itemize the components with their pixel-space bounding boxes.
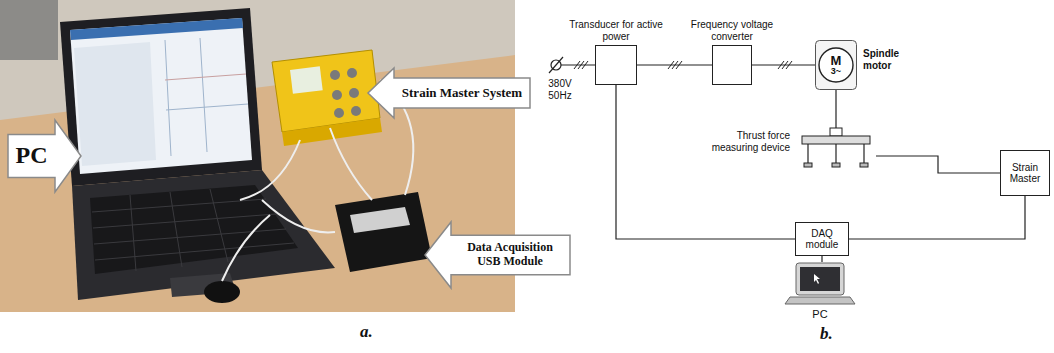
measuring-plate	[802, 136, 870, 144]
callout-label: PC	[15, 142, 48, 170]
callout-label: Strain Master System	[401, 86, 523, 101]
supply-terminal	[549, 57, 595, 73]
thrust-device-symbol	[796, 128, 876, 168]
arrow-outline	[425, 222, 570, 288]
laptop-screen	[800, 267, 840, 291]
plate-leg	[807, 144, 808, 164]
callout-label: Data Acquisition USB Module	[458, 241, 562, 269]
motor-text: M3~	[815, 40, 857, 90]
photo-callout-arrow: PC	[8, 120, 81, 192]
thrust-force-device: Thrust force measuring device	[796, 128, 876, 168]
box-heading: Transducer for active power	[568, 19, 664, 42]
spindle-motor: M3~Spindle motor	[815, 40, 857, 90]
photo-callout-arrow: Data Acquisition USB Module	[425, 222, 570, 288]
motor-letter: M	[831, 54, 842, 67]
box-label: DAQ module	[800, 228, 844, 251]
pc-laptop: PC	[784, 262, 856, 306]
wire-connector	[637, 64, 712, 65]
strain-master-box: Strain Master	[1000, 150, 1050, 196]
leg-foot	[860, 163, 868, 167]
laptop-lid	[796, 263, 844, 295]
wire-connector	[835, 90, 836, 128]
motor-caption: Spindle motor	[863, 48, 911, 71]
subfigure-label: b.	[820, 324, 833, 344]
box-heading: Frequency voltage converter	[684, 19, 780, 42]
arrow-outline	[368, 68, 530, 118]
spindle-coupler	[830, 128, 842, 136]
leg-foot	[832, 163, 840, 167]
wire-connector	[616, 85, 795, 239]
converter-box: Frequency voltage converter	[712, 45, 752, 85]
wire-connector	[752, 64, 815, 65]
motor-housing	[816, 41, 857, 90]
subfigure-label: a.	[360, 322, 373, 342]
box-label: Strain Master	[1005, 162, 1045, 185]
plate-leg	[835, 144, 836, 164]
wire-connector	[821, 256, 822, 262]
device-label: Thrust force measuring device	[706, 130, 790, 153]
transducer-box: Transducer for active power	[595, 45, 637, 85]
daq-module-box: DAQ module	[795, 222, 849, 256]
phase-mark: 3~	[831, 67, 841, 76]
laptop-base	[785, 297, 855, 304]
wire-connector	[876, 156, 1000, 173]
wire-connector	[849, 196, 1025, 239]
arrow-outline	[8, 120, 81, 192]
supply-label: 380V 50Hz	[538, 78, 582, 101]
laptop-cursor	[814, 274, 820, 284]
leg-foot	[804, 163, 812, 167]
laptop-icon	[784, 262, 856, 306]
photo-callout-arrow: Strain Master System	[368, 68, 530, 118]
laptop-label: PC	[812, 308, 827, 320]
plate-leg	[863, 144, 864, 164]
motor-circle	[819, 48, 853, 82]
